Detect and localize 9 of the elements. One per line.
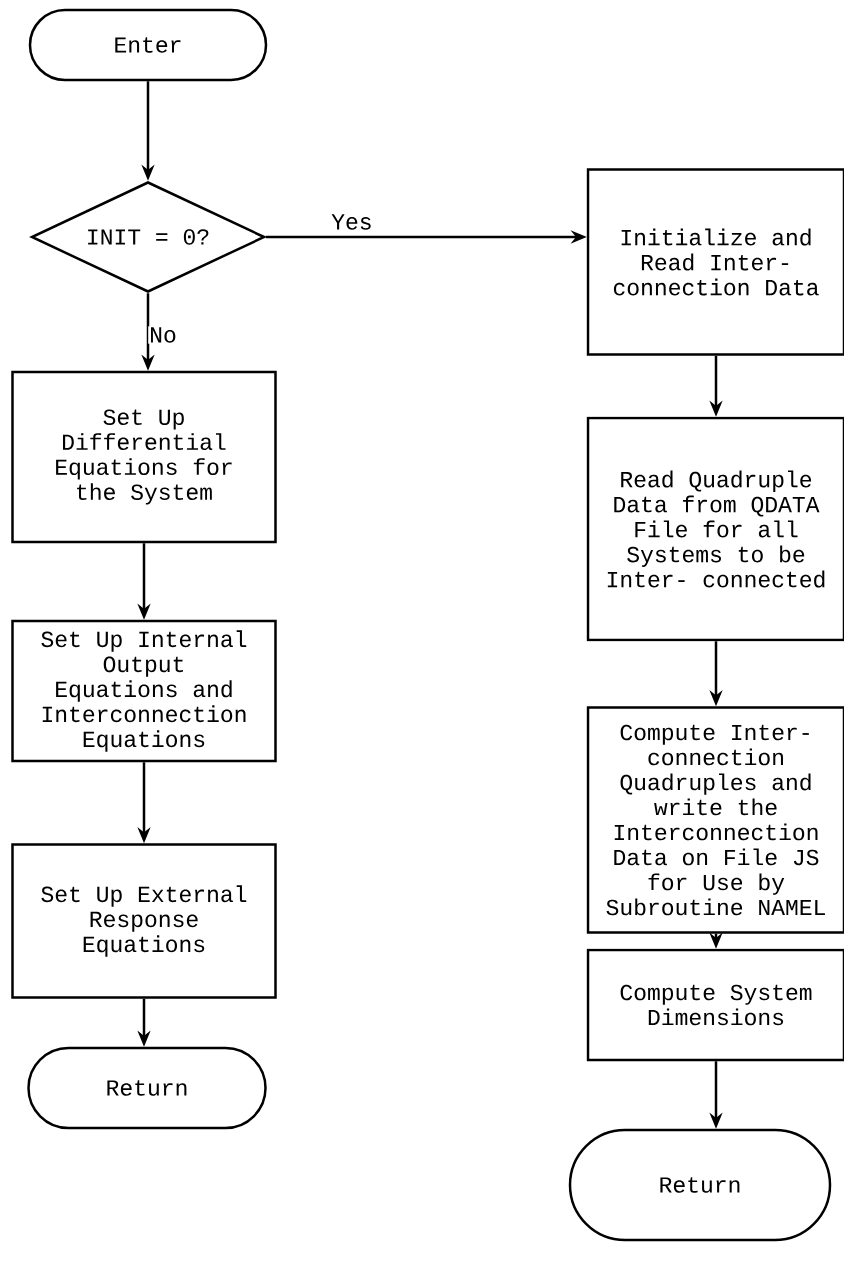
edge-label: No	[148, 326, 178, 344]
process-box: Initialize and Read Inter- connection Data	[586, 168, 844, 356]
process-box: Set Up External Response Equations	[11, 843, 277, 999]
process-box: Set Up Internal Output Equations and Interconnection Equations	[11, 619, 277, 763]
process-box: Compute System Dimensions	[586, 948, 844, 1062]
edge-label: Yes	[330, 213, 374, 231]
process-box: Read Quadruple Data from QDATA File for all Systems to be Inter- connected	[586, 416, 844, 642]
process-box: Compute Inter- connection Quadruples and write the Interconnection Data on File JS for Use by Subroutine NAMEL	[586, 706, 844, 934]
process-box: Set Up Differential Equations for the System	[11, 370, 277, 544]
